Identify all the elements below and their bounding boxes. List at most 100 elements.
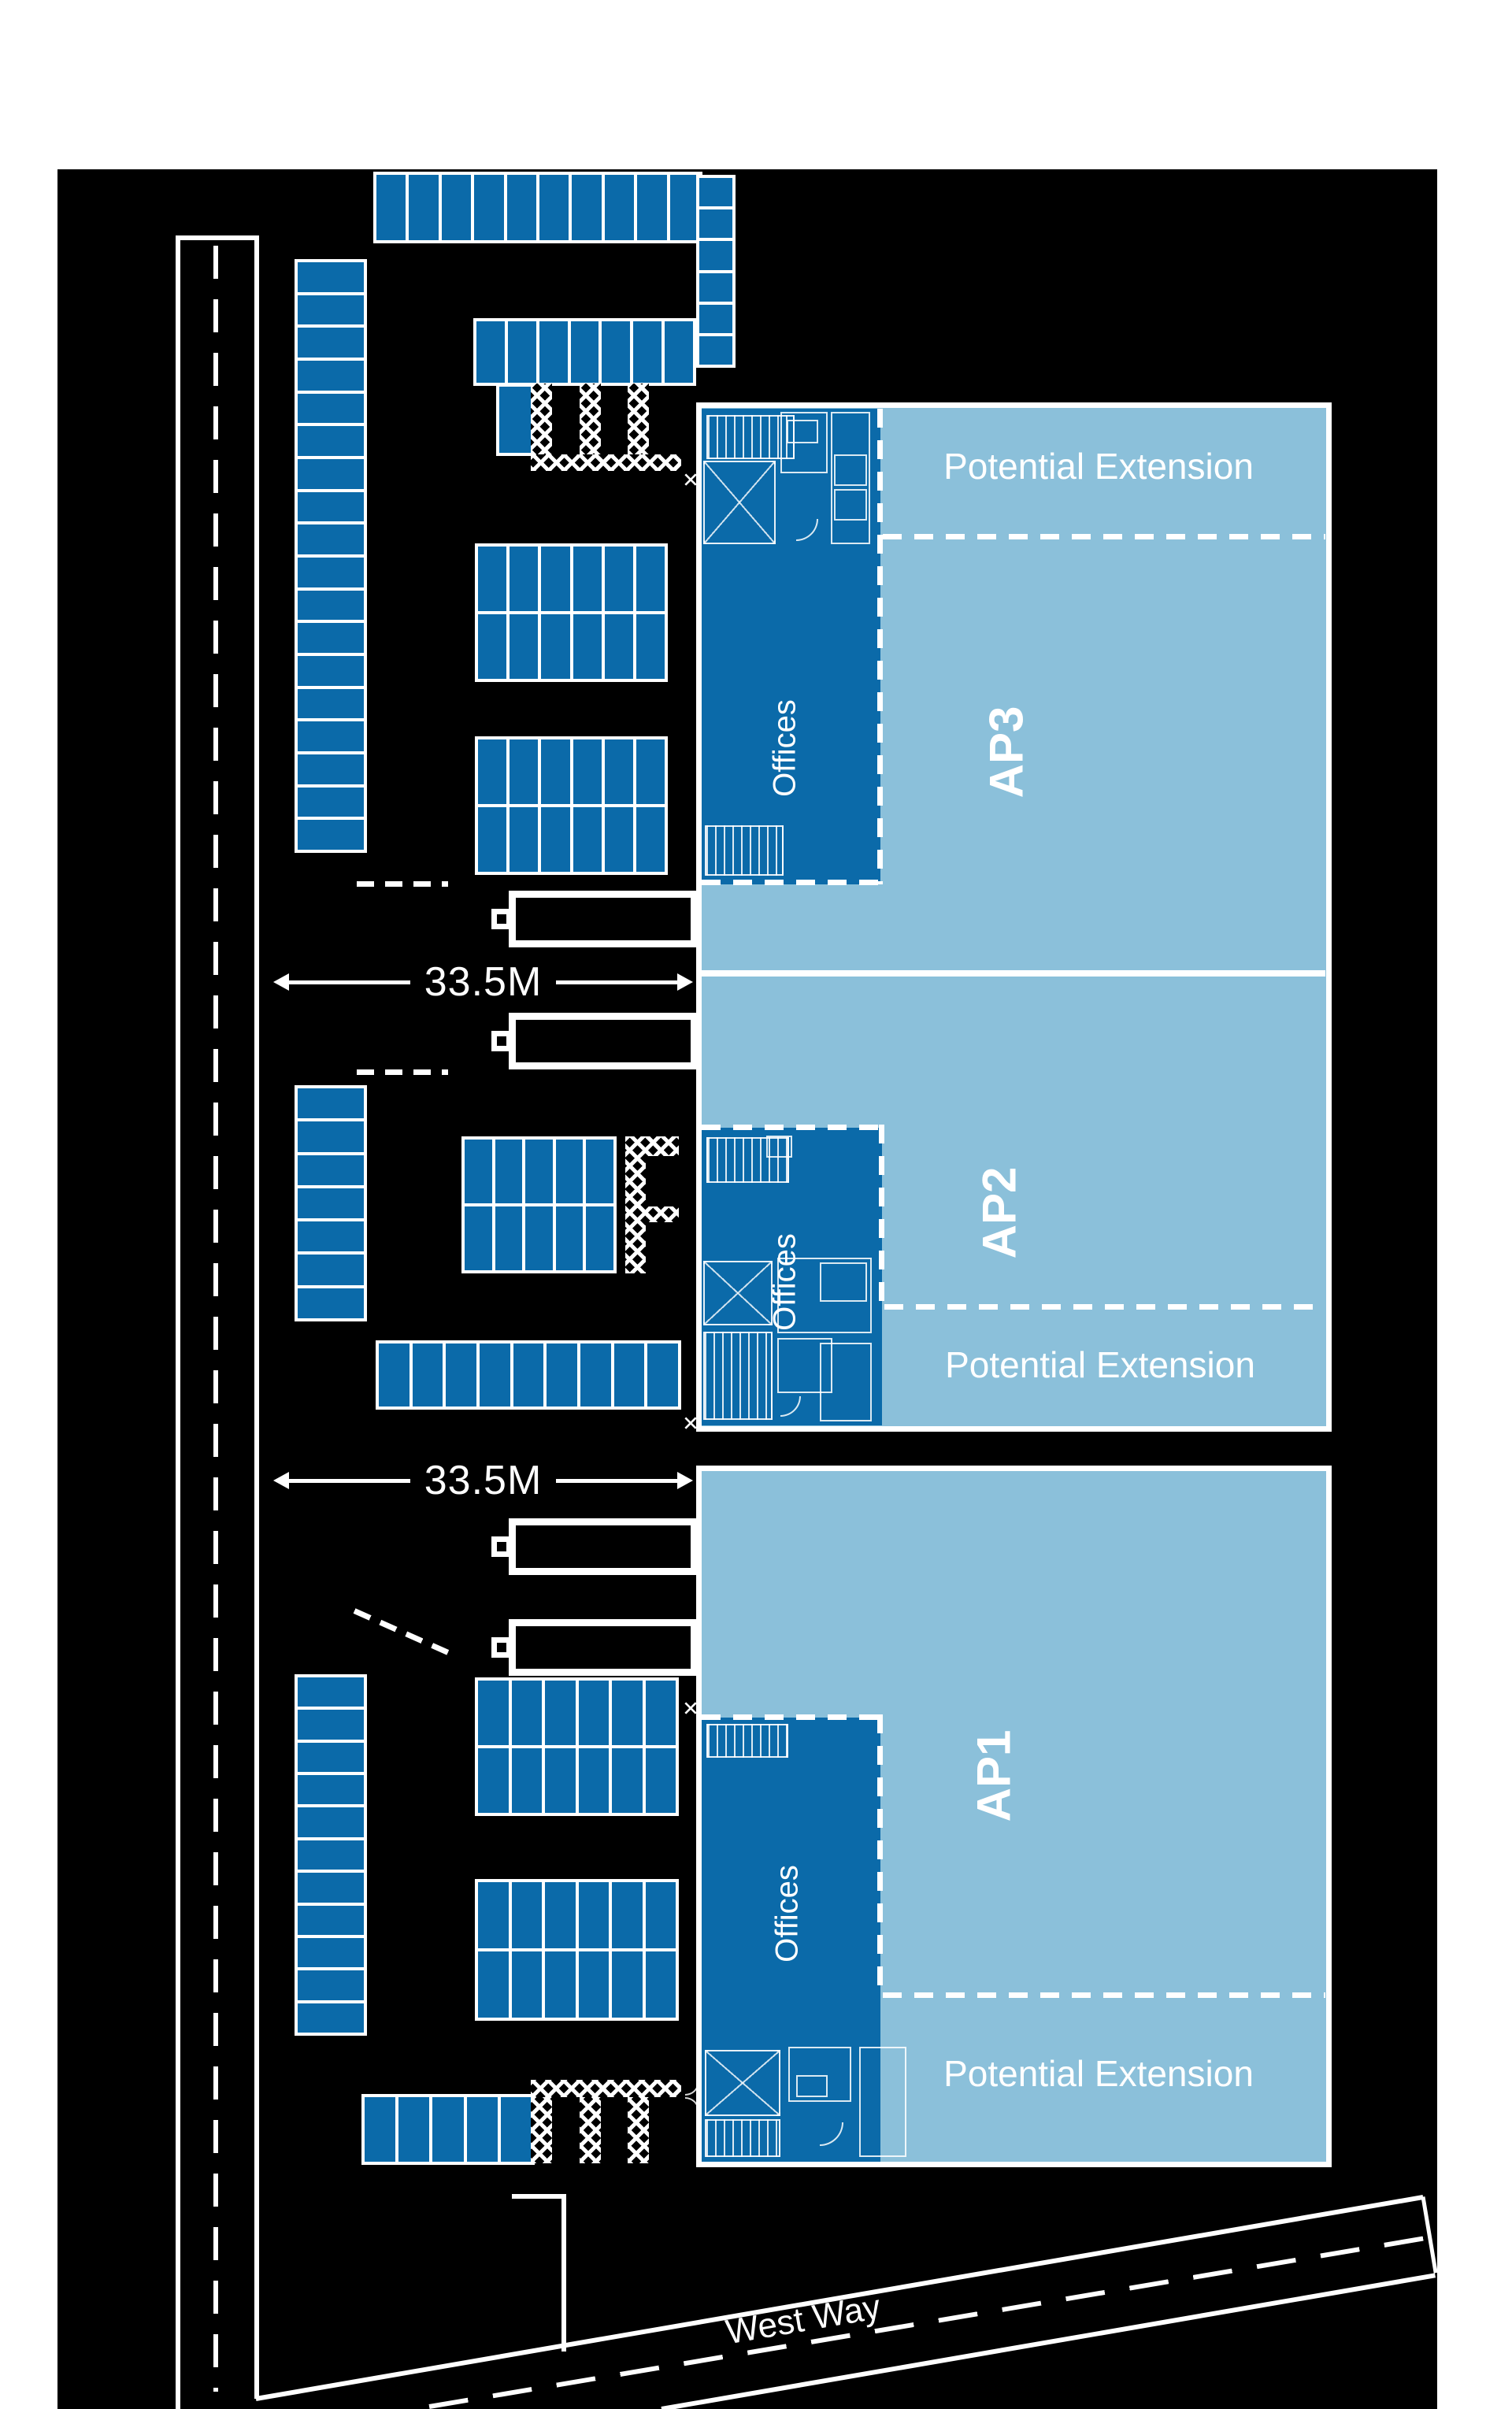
parking-stall bbox=[478, 614, 507, 679]
parking-stall bbox=[511, 1882, 542, 1948]
parking-stall bbox=[604, 739, 633, 804]
parking-stall bbox=[578, 1951, 609, 2018]
yard-dimension-ap1: 33.5M bbox=[273, 1458, 693, 1503]
parking-stall bbox=[298, 2003, 364, 2033]
parking-stall bbox=[633, 321, 662, 383]
parking-stall bbox=[699, 241, 732, 270]
parking-stall bbox=[298, 328, 364, 358]
access-dashed-line-ap3 bbox=[357, 881, 448, 887]
parking-stall bbox=[510, 614, 539, 679]
parking-row-bottom-ap1 bbox=[361, 2094, 535, 2165]
dock-hatch-ap2 bbox=[625, 1136, 679, 1273]
parking-stall bbox=[478, 1882, 509, 1948]
parking-stall bbox=[539, 175, 569, 240]
entrance-marker-icon: ✕ bbox=[682, 468, 699, 492]
offices-label-ap3: Offices bbox=[767, 699, 802, 797]
trailer-bay bbox=[491, 1518, 698, 1575]
entrance-marker-icon: ✕ bbox=[682, 1411, 699, 1436]
parking-stall bbox=[665, 321, 694, 383]
parking-stall bbox=[480, 1343, 510, 1406]
parking-stall bbox=[555, 1206, 584, 1270]
ap2-label: AP2 bbox=[973, 1166, 1026, 1259]
floorplan-ap3-top bbox=[702, 409, 874, 549]
floorplan-ap1-top bbox=[703, 1721, 793, 1762]
access-road-right-edge bbox=[254, 235, 259, 2399]
parking-stall bbox=[298, 1188, 364, 1219]
parking-stall bbox=[580, 1343, 611, 1406]
parking-stall bbox=[478, 807, 507, 872]
parking-stall bbox=[495, 1140, 523, 1203]
ap3-ap2-divider bbox=[702, 970, 1325, 977]
parking-stall bbox=[511, 1951, 542, 2018]
parking-stall bbox=[495, 1206, 523, 1270]
west-way-end-cap bbox=[1421, 2196, 1437, 2274]
trailer-bay bbox=[491, 1013, 698, 1069]
arrow-right-icon bbox=[677, 973, 693, 991]
ap1-label: AP1 bbox=[967, 1729, 1021, 1822]
bay-buffer-square bbox=[491, 909, 512, 929]
west-way-centerline bbox=[428, 2235, 1428, 2409]
parking-stall bbox=[298, 1088, 364, 1119]
parking-single-stall bbox=[496, 384, 536, 456]
parking-stall bbox=[541, 807, 570, 872]
parking-stall bbox=[298, 1288, 364, 1318]
parking-grid-ap2 bbox=[461, 1136, 617, 1273]
parking-row-bottom-ap2 bbox=[376, 1340, 681, 1410]
offices-boundary-dashed-ap2 bbox=[879, 1125, 884, 1307]
parking-stall bbox=[506, 175, 537, 240]
parking-stall bbox=[511, 1748, 542, 1813]
parking-stall bbox=[298, 1710, 364, 1740]
parking-stall bbox=[545, 1681, 576, 1745]
parking-grid-ap3-1 bbox=[475, 543, 668, 682]
offices-boundary-dashed-ap2-top bbox=[702, 1125, 884, 1130]
boundary-marker-vertical bbox=[561, 2194, 566, 2352]
entrance-marker-icon: ✕ bbox=[682, 1696, 699, 1721]
parking-stall bbox=[645, 1951, 676, 2018]
parking-stall bbox=[572, 175, 602, 240]
parking-stall bbox=[298, 1807, 364, 1837]
parking-stall bbox=[513, 1343, 544, 1406]
access-road-left-edge bbox=[176, 235, 180, 2409]
parking-stall bbox=[476, 321, 505, 383]
parking-stall bbox=[547, 1343, 578, 1406]
parking-stall bbox=[699, 304, 732, 333]
parking-stall bbox=[441, 175, 472, 240]
potential-extension-dashed-ap1 bbox=[883, 1992, 1325, 1998]
parking-stall bbox=[578, 1882, 609, 1948]
parking-stall bbox=[298, 1221, 364, 1252]
arrow-left-icon bbox=[273, 973, 289, 991]
potential-extension-label-ap1: Potential Extension bbox=[943, 2053, 1254, 2094]
parking-stall bbox=[604, 614, 633, 679]
parking-stall bbox=[298, 721, 364, 752]
parking-stall bbox=[298, 393, 364, 424]
parking-stall bbox=[586, 1140, 613, 1203]
parking-stall bbox=[604, 175, 635, 240]
parking-stall bbox=[298, 558, 364, 587]
parking-column-left-ap1 bbox=[295, 1674, 367, 2036]
parking-stall bbox=[298, 656, 364, 686]
parking-stall bbox=[500, 2097, 532, 2162]
parking-stall bbox=[669, 175, 700, 240]
parking-stall bbox=[645, 1748, 676, 1813]
parking-stall bbox=[412, 1343, 443, 1406]
parking-stall bbox=[298, 1154, 364, 1185]
parking-stall bbox=[298, 1255, 364, 1285]
parking-stall bbox=[578, 1681, 609, 1745]
parking-grid-ap1-a bbox=[475, 1677, 679, 1816]
parking-stall bbox=[478, 1951, 509, 2018]
parking-stall bbox=[573, 807, 602, 872]
dock-hatch-pillar bbox=[531, 2097, 552, 2163]
dock-hatch-bar bbox=[531, 2080, 681, 2097]
parking-stall bbox=[545, 1951, 576, 2018]
boundary-marker-horizontal bbox=[512, 2194, 565, 2199]
ap3-label: AP3 bbox=[980, 706, 1033, 799]
parking-stall bbox=[507, 321, 536, 383]
parking-stall bbox=[298, 1905, 364, 1935]
parking-stall bbox=[636, 807, 665, 872]
parking-stall bbox=[466, 2097, 498, 2162]
offices-label-ap1: Offices bbox=[769, 1865, 805, 1962]
bay-buffer-square bbox=[491, 1637, 512, 1658]
parking-stall bbox=[637, 175, 667, 240]
parking-stall bbox=[511, 1681, 542, 1745]
dock-hatch-pillar bbox=[531, 384, 552, 454]
